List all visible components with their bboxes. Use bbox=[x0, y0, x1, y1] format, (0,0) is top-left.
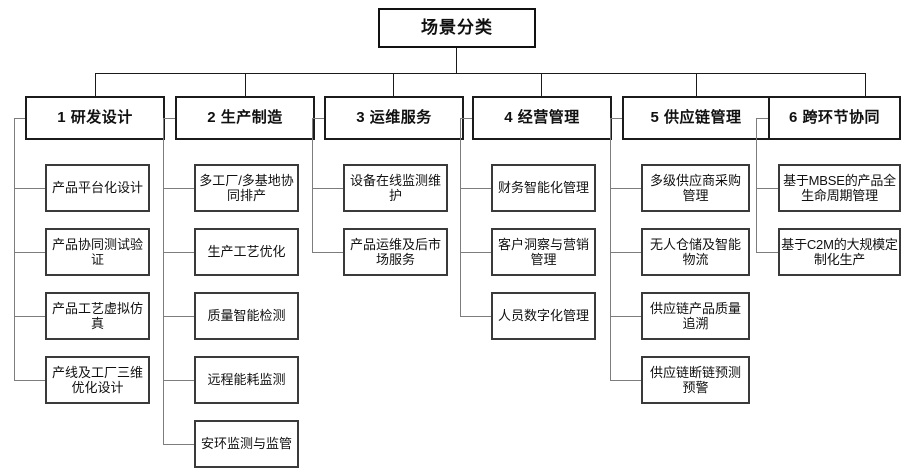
leaf-stub-6-2 bbox=[756, 252, 778, 253]
column-header-6[interactable]: 6 跨环节协同 bbox=[768, 96, 901, 140]
leaf-node-4-3-label: 人员数字化管理 bbox=[497, 308, 589, 324]
leaf-node-4-2[interactable]: 客户洞察与营销管理 bbox=[491, 228, 596, 276]
column-spine-2 bbox=[163, 118, 164, 444]
branch-drop-5 bbox=[696, 73, 697, 98]
branch-drop-2 bbox=[245, 73, 246, 98]
branch-drop-4 bbox=[541, 73, 542, 98]
column-spine-1 bbox=[14, 118, 15, 380]
leaf-stub-3-2 bbox=[312, 252, 343, 253]
column-header-2-label: 2 生产制造 bbox=[207, 109, 283, 127]
leaf-stub-5-4 bbox=[610, 380, 641, 381]
column-header-4[interactable]: 4 经营管理 bbox=[472, 96, 612, 140]
leaf-node-5-1-label: 多级供应商采购管理 bbox=[649, 172, 741, 203]
leaf-node-5-3[interactable]: 供应链产品质量追溯 bbox=[641, 292, 750, 340]
leaf-node-5-1[interactable]: 多级供应商采购管理 bbox=[641, 164, 750, 212]
leaf-node-6-2[interactable]: 基于C2M的大规模定制化生产 bbox=[778, 228, 901, 276]
column-stub-4-header bbox=[460, 118, 472, 119]
column-header-1[interactable]: 1 研发设计 bbox=[25, 96, 165, 140]
leaf-node-4-1[interactable]: 财务智能化管理 bbox=[491, 164, 596, 212]
leaf-stub-4-3 bbox=[460, 316, 491, 317]
leaf-node-1-4[interactable]: 产线及工厂三维优化设计 bbox=[45, 356, 150, 404]
leaf-node-5-4-label: 供应链断链预测预警 bbox=[649, 364, 741, 395]
leaf-node-5-2-label: 无人仓储及智能物流 bbox=[649, 236, 741, 267]
column-header-3-label: 3 运维服务 bbox=[356, 109, 432, 127]
leaf-stub-2-2 bbox=[163, 252, 194, 253]
leaf-stub-3-1 bbox=[312, 188, 343, 189]
branch-drop-6 bbox=[865, 73, 866, 98]
leaf-node-1-1[interactable]: 产品平台化设计 bbox=[45, 164, 150, 212]
leaf-node-1-2[interactable]: 产品协同测试验证 bbox=[45, 228, 150, 276]
leaf-node-5-3-label: 供应链产品质量追溯 bbox=[649, 300, 741, 331]
column-spine-6 bbox=[756, 118, 757, 252]
leaf-node-4-2-label: 客户洞察与营销管理 bbox=[497, 236, 589, 267]
leaf-node-1-3[interactable]: 产品工艺虚拟仿真 bbox=[45, 292, 150, 340]
column-header-4-label: 4 经营管理 bbox=[504, 109, 580, 127]
column-spine-5 bbox=[610, 118, 611, 380]
leaf-node-1-3-label: 产品工艺虚拟仿真 bbox=[51, 300, 143, 331]
leaf-node-2-2[interactable]: 生产工艺优化 bbox=[194, 228, 299, 276]
column-spine-3 bbox=[312, 118, 313, 252]
column-header-3[interactable]: 3 运维服务 bbox=[324, 96, 464, 140]
column-spine-4 bbox=[460, 118, 461, 316]
column-header-6-label: 6 跨环节协同 bbox=[788, 109, 880, 127]
leaf-stub-2-4 bbox=[163, 380, 194, 381]
root-stem bbox=[456, 48, 457, 73]
root-node-label: 场景分类 bbox=[421, 17, 493, 37]
leaf-node-6-1[interactable]: 基于MBSE的产品全生命周期管理 bbox=[778, 164, 901, 212]
branch-drop-3 bbox=[393, 73, 394, 98]
leaf-stub-4-1 bbox=[460, 188, 491, 189]
leaf-stub-1-1 bbox=[14, 188, 45, 189]
leaf-node-2-1-label: 多工厂/多基地协同排产 bbox=[199, 172, 294, 203]
branch-drop-1 bbox=[95, 73, 96, 98]
column-stub-2-header bbox=[163, 118, 175, 119]
column-stub-1-header bbox=[14, 118, 25, 119]
leaf-stub-1-4 bbox=[14, 380, 45, 381]
leaf-stub-2-5 bbox=[163, 444, 194, 445]
leaf-stub-5-1 bbox=[610, 188, 641, 189]
leaf-node-1-2-label: 产品协同测试验证 bbox=[51, 236, 143, 267]
leaf-node-3-2-label: 产品运维及后市场服务 bbox=[349, 236, 441, 267]
column-header-2[interactable]: 2 生产制造 bbox=[175, 96, 315, 140]
column-stub-3-header bbox=[312, 118, 324, 119]
column-stub-6-header bbox=[756, 118, 768, 119]
leaf-stub-5-3 bbox=[610, 316, 641, 317]
root-bus bbox=[95, 73, 865, 74]
leaf-node-4-3[interactable]: 人员数字化管理 bbox=[491, 292, 596, 340]
leaf-node-2-5-label: 安环监测与监管 bbox=[200, 436, 292, 452]
leaf-node-6-2-label: 基于C2M的大规模定制化生产 bbox=[781, 236, 898, 267]
column-header-5-label: 5 供应链管理 bbox=[650, 109, 742, 127]
leaf-node-2-5[interactable]: 安环监测与监管 bbox=[194, 420, 299, 468]
leaf-node-2-3[interactable]: 质量智能检测 bbox=[194, 292, 299, 340]
leaf-stub-5-2 bbox=[610, 252, 641, 253]
leaf-node-4-1-label: 财务智能化管理 bbox=[497, 180, 589, 196]
leaf-stub-1-3 bbox=[14, 316, 45, 317]
leaf-node-5-4[interactable]: 供应链断链预测预警 bbox=[641, 356, 750, 404]
leaf-stub-1-2 bbox=[14, 252, 45, 253]
leaf-node-2-1[interactable]: 多工厂/多基地协同排产 bbox=[194, 164, 299, 212]
leaf-stub-2-3 bbox=[163, 316, 194, 317]
leaf-node-2-4-label: 远程能耗监测 bbox=[207, 372, 286, 388]
leaf-node-3-1-label: 设备在线监测维护 bbox=[349, 172, 441, 203]
column-header-1-label: 1 研发设计 bbox=[57, 109, 133, 127]
leaf-stub-6-1 bbox=[756, 188, 778, 189]
leaf-node-2-3-label: 质量智能检测 bbox=[207, 308, 286, 324]
leaf-node-2-4[interactable]: 远程能耗监测 bbox=[194, 356, 299, 404]
leaf-node-1-4-label: 产线及工厂三维优化设计 bbox=[51, 364, 143, 395]
leaf-stub-4-2 bbox=[460, 252, 491, 253]
leaf-node-3-1[interactable]: 设备在线监测维护 bbox=[343, 164, 448, 212]
root-node: 场景分类 bbox=[378, 8, 536, 48]
leaf-stub-2-1 bbox=[163, 188, 194, 189]
column-stub-5-header bbox=[610, 118, 622, 119]
leaf-node-3-2[interactable]: 产品运维及后市场服务 bbox=[343, 228, 448, 276]
leaf-node-6-1-label: 基于MBSE的产品全生命周期管理 bbox=[783, 172, 896, 203]
leaf-node-2-2-label: 生产工艺优化 bbox=[207, 244, 286, 260]
leaf-node-5-2[interactable]: 无人仓储及智能物流 bbox=[641, 228, 750, 276]
leaf-node-1-1-label: 产品平台化设计 bbox=[51, 180, 143, 196]
column-header-5[interactable]: 5 供应链管理 bbox=[622, 96, 770, 140]
